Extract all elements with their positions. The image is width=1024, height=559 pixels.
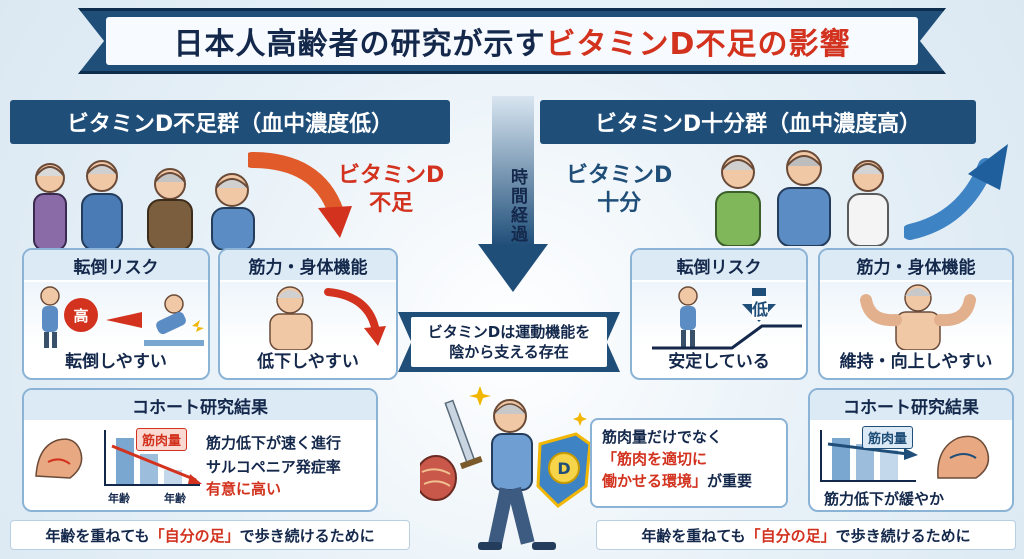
card-title: 筋力・身体機能 [820,250,1012,280]
right-cohort-box: コホート研究結果 筋肉量 筋力低下が緩やか [808,388,1014,512]
slogan-pre: 年齢を重ねても [641,526,746,545]
slogan-post: で歩き続けるために [239,526,375,545]
left-trend-chart [104,430,202,486]
center-message-plate: ビタミンDは運動機能を 陰から支える存在 [411,317,607,367]
vitamin-d-shield-icon: D [536,432,592,508]
sparkle-icons [469,386,587,426]
deficient-status: ビタミンD 不足 [338,162,444,218]
gentle-trend-line [827,442,918,460]
cohort-line-2: サルコペニア発症率 [206,458,341,476]
elder-1 [33,163,67,250]
deficient-group-header: ビタミンD不足群（血中濃度低） [10,100,450,144]
muscle-illustration [220,282,396,351]
stable-walker-icon [652,286,802,350]
bottom-slogan-right: 年齢を重ねても「自分の足」で歩き続けるために [596,520,1016,550]
trend-bar [880,450,898,480]
center-message-line2: 陰から支える存在 [449,343,569,361]
time-label: 時間経過 [507,168,527,244]
left-muscle-card: 筋力・身体機能 低下しやすい [218,248,398,380]
title-plate: 日本人高齢者の研究が示すビタミンD不足の影響 [106,17,918,65]
falling-person-icon [40,286,204,348]
center-message-line1: ビタミンDは運動機能を [427,323,591,341]
elder-3 [147,168,193,250]
cohort-line-1: 筋力低下が速く進行 [206,434,342,452]
trend-bar [832,438,850,480]
title-highlight: ビタミンD不足の影響 [545,27,851,62]
card-title: 転倒リスク [632,250,806,280]
high-risk-badge: 高 [64,298,98,332]
improve-arrow [904,144,1008,240]
left-fall-risk-card: 転倒リスク 高 転倒しやすい [22,248,210,380]
cohort-title: コホート研究結果 [24,390,376,420]
cohort-caption: 筋力低下が緩やか [824,490,945,508]
slogan-highlight: 「自分の足」 [149,526,240,545]
message-line2: 「筋肉を適切に [602,450,708,468]
strong-arm-icon [937,435,990,479]
time-arrow-shaft [492,96,534,246]
trend-bar [856,444,874,480]
slogan-highlight: 「自分の足」 [745,526,836,545]
elder-4 [211,173,255,250]
bottom-slogan-left: 年齢を重ねても「自分の足」で歩き続けるために [10,520,410,550]
sword-icon [444,399,483,470]
muscle-fiber-icon [420,455,457,501]
deficient-status-line1: ビタミンD [338,163,445,188]
flexing-elder-icon [860,284,976,351]
sufficient-group-header: ビタミンD十分群（血中濃度高） [540,100,976,144]
card-title: 筋力・身体機能 [220,250,396,280]
message-line1: 筋肉量だけでなく [602,428,723,446]
muscle-mass-chip: 筋肉量 [862,426,914,449]
time-arrow [478,96,548,296]
elder-right-3 [847,160,889,246]
card-caption: 転倒しやすい [65,352,167,372]
healthy-elders-illustration [715,150,889,246]
sufficient-status-line1: ビタミンD [566,163,673,188]
title-banner: 日本人高齢者の研究が示すビタミンD不足の影響 [78,8,946,74]
cohort-line-3: 有意に高い [206,480,282,498]
right-trend-chart [820,430,918,482]
arm-muscle-icon [35,438,83,479]
declining-elders-illustration [33,160,255,250]
deficient-status-line2: 不足 [369,191,414,216]
fall-illustration: 高 [24,282,208,348]
elder-right-2 [777,150,831,246]
hero-body [478,399,556,550]
strong-illustration [820,282,1012,351]
time-arrow-head [478,244,548,292]
sufficient-status-line2: 十分 [597,191,642,216]
axis-label-age: 年齢 [108,492,130,505]
cohort-title: コホート研究結果 [810,390,1012,420]
weak-elder-icon [269,286,386,351]
left-cohort-box: コホート研究結果 筋肉量 年齢 年齢 筋力低下が速く進行 サルコペニア発症率 有… [22,388,378,512]
shield-letter: D [557,459,570,478]
slogan-pre: 年齢を重ねても [45,526,150,545]
right-muscle-card: 筋力・身体機能 維持・向上しやすい [818,248,1014,380]
axis-label-age: 年齢 [164,492,186,505]
message-line3-suffix: が重要 [707,472,753,490]
key-message-box: 筋肉量だけでなく 「筋肉を適切に 働かせる環境」が重要 [590,418,788,508]
decline-arrow [248,152,352,238]
card-caption: 安定している [668,352,770,372]
decline-trend-line [111,444,202,484]
message-line3: 働かせる環境」 [602,472,708,490]
sufficient-status: ビタミンD 十分 [566,162,672,218]
slogan-post: で歩き続けるために [835,526,971,545]
elder-right-1 [715,155,761,246]
center-message-banner: ビタミンDは運動機能を 陰から支える存在 [398,312,620,372]
card-caption: 低下しやすい [257,352,359,372]
muscle-mass-chip: 筋肉量 [136,428,188,451]
title-main: 日本人高齢者の研究が示す [173,27,546,62]
elder-2 [81,160,123,250]
card-caption: 維持・向上しやすい [839,352,993,372]
stable-illustration: 低 [632,282,806,350]
hero-elder-illustration: D [420,386,592,550]
low-risk-badge: 低 [752,296,769,320]
right-fall-risk-card: 転倒リスク 低 安定している [630,248,808,380]
card-title: 転倒リスク [24,250,208,280]
